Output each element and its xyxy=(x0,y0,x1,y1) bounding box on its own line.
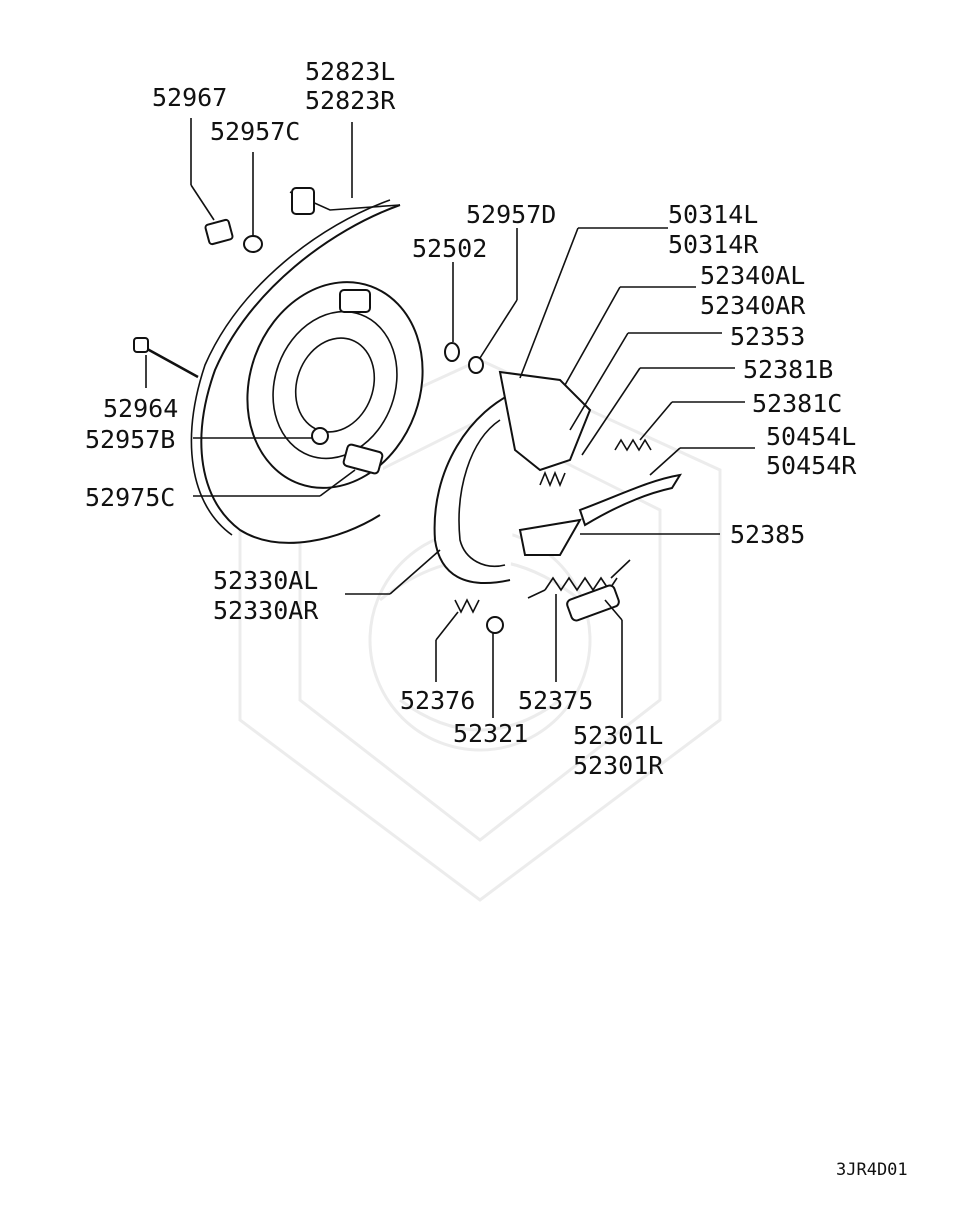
brake-shoe xyxy=(433,370,592,585)
washer-52957C xyxy=(243,235,263,253)
label-52330AL: 52330AL xyxy=(213,566,318,595)
washer-52502 xyxy=(444,342,460,362)
label-52381C: 52381C xyxy=(752,389,842,418)
label-52957D: 52957D xyxy=(466,200,556,229)
backing-plate xyxy=(190,187,424,544)
label-52975C: 52975C xyxy=(85,483,175,512)
label-52376: 52376 xyxy=(400,686,475,715)
label-52957C: 52957C xyxy=(210,117,300,146)
label-52823L: 52823L xyxy=(305,57,395,86)
spring-52375 xyxy=(527,559,631,599)
label-52340AL: 52340AL xyxy=(700,261,805,290)
leader-lines xyxy=(145,118,755,718)
label-52301R: 52301R xyxy=(573,751,664,780)
label-52502: 52502 xyxy=(412,234,487,263)
label-52964: 52964 xyxy=(103,394,178,423)
label-52321: 52321 xyxy=(453,719,528,748)
label-52967: 52967 xyxy=(152,83,227,112)
diagram-code: 3JR4D01 xyxy=(836,1160,908,1180)
label-52301L: 52301L xyxy=(573,721,663,750)
nut-52967 xyxy=(204,218,234,246)
label-52381B: 52381B xyxy=(743,355,833,384)
label-52823R: 52823R xyxy=(305,86,396,115)
cup-52321 xyxy=(486,616,504,634)
label-50314L: 50314L xyxy=(668,200,758,229)
adjuster-52301 xyxy=(566,584,620,622)
label-50454L: 50454L xyxy=(766,422,856,451)
label-50454R: 50454R xyxy=(766,451,857,480)
washer-52957D xyxy=(468,356,484,374)
label-52330AR: 52330AR xyxy=(213,596,319,625)
label-52385: 52385 xyxy=(730,520,805,549)
spring-52381C xyxy=(614,438,652,452)
label-52353: 52353 xyxy=(730,322,805,351)
label-52957B: 52957B xyxy=(85,425,175,454)
bolt-52964 xyxy=(133,337,199,379)
spring-52353 xyxy=(539,470,566,488)
lever-50454 xyxy=(578,473,683,527)
spring-52376 xyxy=(454,598,480,614)
label-50314R: 50314R xyxy=(668,230,759,259)
label-52340AR: 52340AR xyxy=(700,291,806,320)
label-52375: 52375 xyxy=(518,686,593,715)
